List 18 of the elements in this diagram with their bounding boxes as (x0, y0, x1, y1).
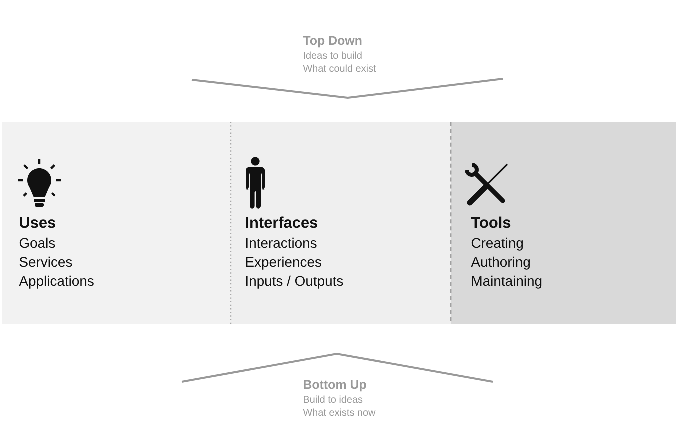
list-item: Services (20, 256, 72, 268)
list-item: Inputs / Outputs (246, 276, 344, 289)
heading: Tools (471, 216, 511, 228)
list-item: Interactions (246, 238, 317, 248)
heading: Top Down (303, 36, 362, 48)
heading: Bottom Up (304, 380, 366, 392)
note: What could exist (303, 64, 376, 72)
list-item: Authoring (471, 256, 530, 270)
list-item: Experiences (246, 256, 322, 270)
note: Ideas to build (304, 52, 362, 60)
list-item: Creating (472, 238, 524, 251)
note: What exists now (303, 408, 376, 416)
heading: Uses (20, 217, 56, 228)
list-item: Maintaining (472, 276, 542, 289)
list-item: Applications (19, 276, 94, 289)
list-item: Goals (20, 238, 56, 248)
note: Build to ideas (304, 396, 363, 404)
heading: Interfaces (246, 216, 318, 228)
